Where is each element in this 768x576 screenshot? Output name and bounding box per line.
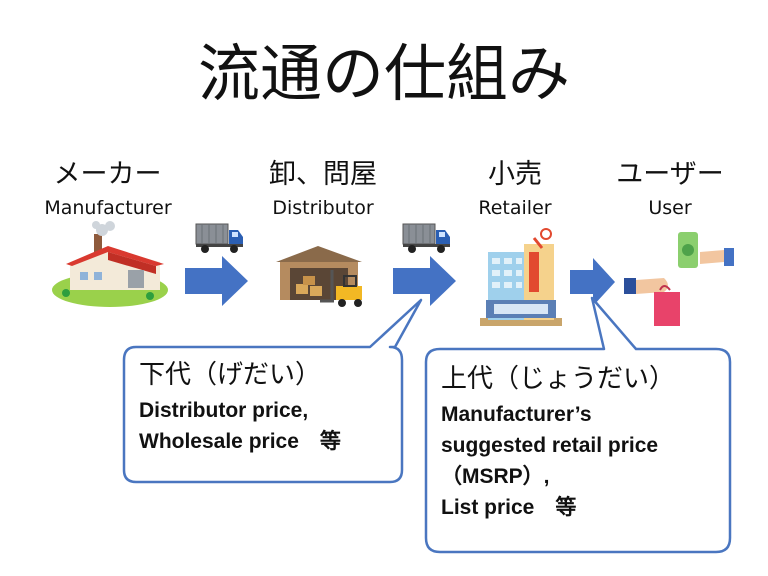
flow-arrow-1: [185, 256, 248, 306]
stage-user-en: User: [648, 197, 692, 219]
flow-arrow-3: [570, 258, 615, 306]
callout-right-line1: Manufacturer’s: [441, 403, 592, 426]
stage-distributor-en: Distributor: [272, 197, 374, 219]
flow-arrow-2: [393, 256, 456, 306]
truck-icon: [195, 223, 243, 253]
callout-right-line4: List price 等: [441, 496, 577, 519]
stage-manufacturer-en: Manufacturer: [44, 197, 172, 219]
callout-right-bubble: [424, 296, 732, 554]
stage-retailer-jp: 小売: [488, 159, 542, 190]
callout-left-line2: Wholesale price 等: [139, 430, 341, 453]
stage-user-jp: ユーザー: [616, 159, 724, 190]
stage-distributor-jp: 卸、問屋: [269, 159, 377, 190]
stage-retailer-en: Retailer: [478, 197, 552, 219]
callout-left: 下代（げだい） Distributor price, Wholesale pri…: [139, 358, 399, 457]
callout-right-line3: （MSRP）,: [441, 465, 550, 488]
callout-left-heading: 下代（げだい）: [139, 360, 322, 390]
callout-right-heading: 上代（じょうだい）: [441, 364, 676, 394]
cash-hand-icon: [678, 232, 734, 268]
factory-icon: [52, 221, 168, 307]
stage-manufacturer-jp: メーカー: [53, 159, 162, 190]
callout-right-line2: suggested retail price: [441, 434, 659, 457]
forklift-icon: [320, 270, 362, 307]
page-title: 流通の仕組み: [197, 37, 570, 110]
shopping-hand-icon: [624, 278, 680, 326]
callout-left-line1: Distributor price,: [139, 399, 309, 422]
callout-left-bubble: [122, 298, 423, 484]
callout-right: 上代（じょうだい） Manufacturer’s suggested retai…: [441, 362, 726, 523]
truck-icon: [402, 223, 450, 253]
store-building-icon: [480, 228, 562, 326]
